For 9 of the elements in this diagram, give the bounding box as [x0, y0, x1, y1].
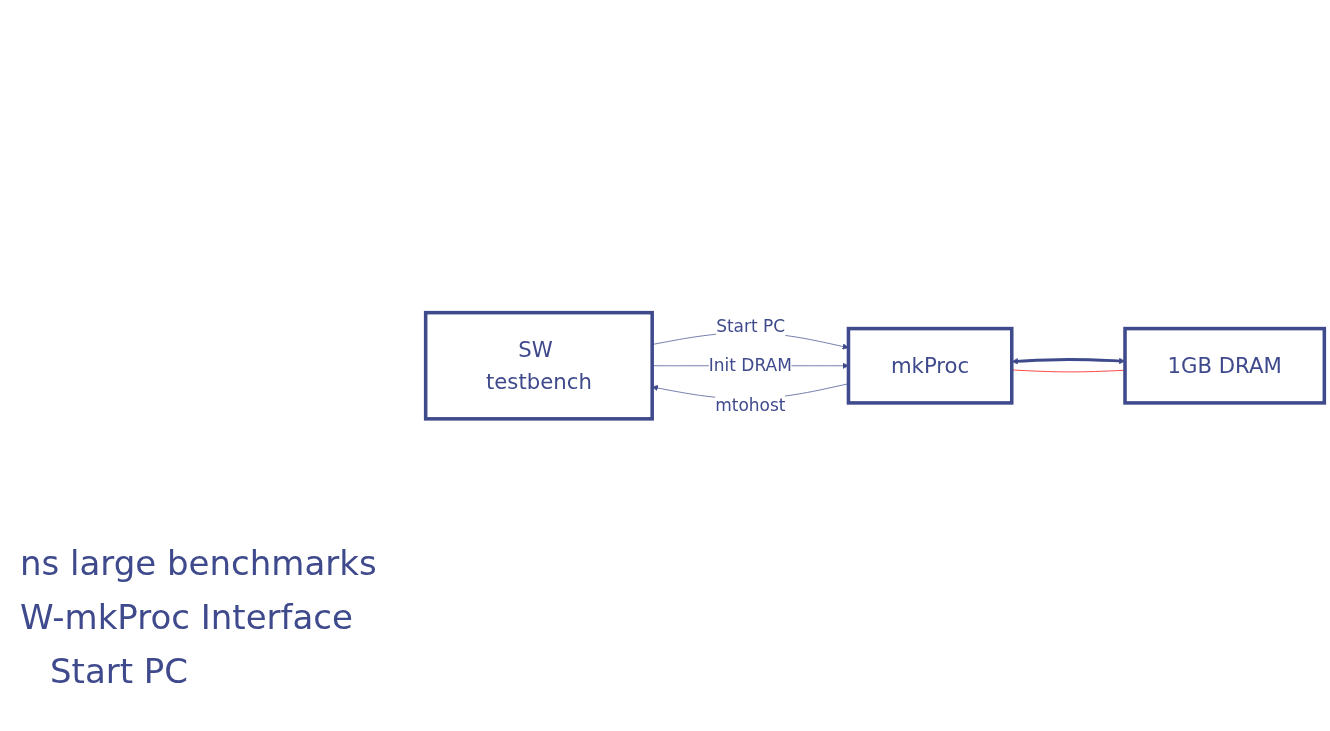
sub-bullet-text: Start PC	[49, 651, 190, 691]
sub-bullet-text: W-mkProc Interface	[20, 597, 354, 637]
bullet-text: ns large benchmarks	[20, 543, 378, 583]
node-box: SW testbench	[423, 310, 654, 421]
edge-label: mtohost	[715, 395, 786, 416]
node-box: 1GB DRAM	[1123, 326, 1327, 405]
edge-label: Start PC	[716, 316, 786, 336]
node-box: mkProc	[846, 326, 1014, 405]
edge-label: Init DRAM	[708, 355, 792, 376]
